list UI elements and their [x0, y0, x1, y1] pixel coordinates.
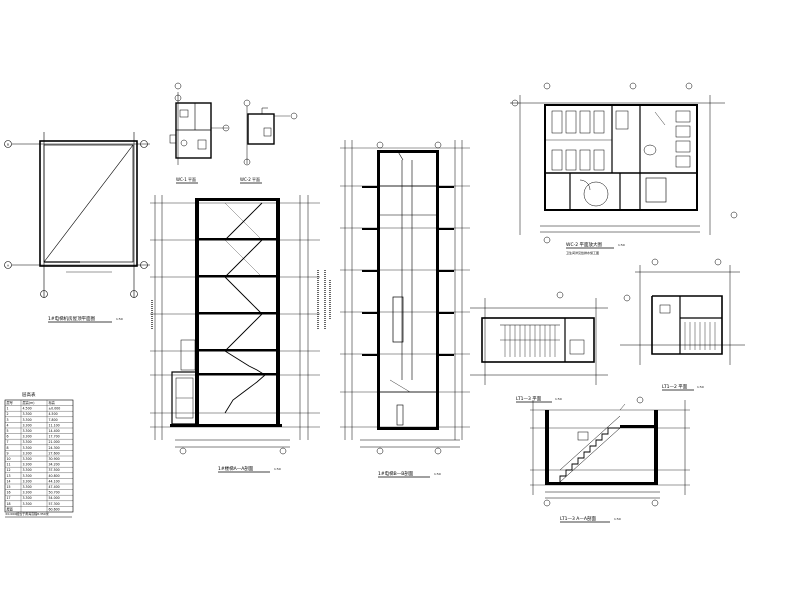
- table-cell: 21.000: [49, 440, 60, 444]
- table-cell: 3.300: [23, 474, 32, 478]
- table-cell: 3.300: [23, 451, 32, 455]
- scale-label: 1:50: [555, 397, 562, 401]
- table-cell: 50.700: [49, 491, 60, 495]
- table-cell: 30.900: [49, 457, 60, 461]
- scale-label: 1:50: [434, 472, 441, 476]
- wc-enlarged-plan: WC-2 平面放大图 1:50 卫生间详见给排水施工图: [510, 82, 738, 255]
- table-cell: 3.300: [23, 485, 32, 489]
- title-section-bb: 1#电梯B—B剖面: [378, 470, 414, 477]
- table-cell: 17.700: [49, 435, 60, 439]
- table-cell: 27.600: [49, 451, 60, 455]
- elevator-roof-plan: B A 1#电梯机房屋顶平面图 1:50: [4, 132, 150, 323]
- table-cell: 3.300: [23, 423, 32, 427]
- table-cell: 3.300: [23, 429, 32, 433]
- table-cell: 3: [7, 418, 9, 422]
- lt12-treads: [684, 322, 716, 350]
- wc-note: 卫生间详见给排水施工图: [566, 250, 599, 255]
- lt13-plan: LT1—3 平面 1:50: [470, 291, 608, 403]
- table-cell: 4: [7, 423, 9, 427]
- lt12-plan: LT1—2 平面 1:50: [620, 258, 745, 391]
- table-cell: 7: [7, 440, 9, 444]
- title-wc2: WC-2 平面: [240, 177, 260, 182]
- table-cell: 40.800: [49, 474, 60, 478]
- table-cell: 3.300: [23, 502, 32, 506]
- table-header-cell: 层号: [7, 400, 13, 405]
- table-cell: 44.100: [49, 479, 60, 483]
- table-cell: 7.800: [49, 418, 58, 422]
- scale-label: 1:50: [618, 243, 625, 247]
- table-cell: 3.300: [23, 479, 32, 483]
- table-cell: 12: [7, 468, 11, 472]
- stair-flights: [224, 202, 266, 414]
- table-cell: 14: [7, 479, 11, 483]
- stair-section-aa: 1#楼梯A—A剖面 1:50: [150, 195, 331, 473]
- table-cell: ±0.000: [49, 407, 61, 411]
- scale-label: 1:50: [697, 385, 704, 389]
- table-cell: 37.500: [49, 468, 60, 472]
- table-cell: 15: [7, 485, 11, 489]
- table-cell: 屋面: [7, 506, 13, 511]
- table-cell: 3.300: [23, 496, 32, 500]
- table-cell: 11: [7, 463, 11, 467]
- scale-label: 1:50: [116, 317, 123, 321]
- title-lt3: LT1—3 平面: [516, 396, 542, 402]
- table-cell: 60.600: [49, 507, 60, 511]
- axis-label: B: [7, 143, 9, 147]
- title-lt2: LT1—2 平面: [662, 384, 688, 390]
- table-cell: 3.300: [23, 440, 32, 444]
- table-cell: 16: [7, 491, 11, 495]
- table-cell: 18: [7, 502, 11, 506]
- axis-label: A: [7, 264, 10, 268]
- scale-label: 1:50: [614, 517, 621, 521]
- table-cell: 3.300: [23, 412, 32, 416]
- table-header-cell: 层高(m): [23, 400, 35, 405]
- table-cell: 3.300: [23, 418, 32, 422]
- table-cell: 2: [7, 412, 9, 416]
- table-cell: 11.100: [49, 423, 60, 427]
- table-title: 层高表: [22, 391, 36, 398]
- table-cell: 6: [7, 435, 9, 439]
- table-cell: 3.300: [23, 457, 32, 461]
- table-cell: 47.400: [49, 485, 60, 489]
- elevator-section-bb: 1#电梯B—B剖面 1:50: [340, 140, 470, 478]
- title-elevator-roof-plan: 1#电梯机房屋顶平面图: [48, 315, 96, 322]
- table-cell: 17: [7, 496, 11, 500]
- table-cell: 5: [7, 429, 9, 433]
- table-cell: 57.300: [49, 502, 60, 506]
- table-cell: 14.400: [49, 429, 60, 433]
- table-cell: 3.300: [23, 435, 32, 439]
- stair-levels: [150, 202, 320, 428]
- table-caption: ±0.000相当于黄海高程8.350米: [5, 511, 49, 516]
- table-cell: 9: [7, 451, 9, 455]
- lt13-section: LT1—3 A—A剖面 1:50: [530, 396, 690, 523]
- table-cell: 3.300: [23, 463, 32, 467]
- stair-annotations: [151, 270, 331, 330]
- table-cell: 10: [7, 457, 11, 461]
- title-wc1: WC-1 平面: [176, 177, 196, 182]
- wc1-plan: WC-1 平面: [169, 82, 230, 184]
- table-cell: 3.300: [23, 468, 32, 472]
- table-cell: 24.300: [49, 446, 60, 450]
- table-cell: 13: [7, 474, 11, 478]
- table-cell: 34.200: [49, 463, 60, 467]
- elevator-levels: [340, 147, 470, 428]
- table-cell: 4.500: [49, 412, 58, 416]
- table-cell: 3.300: [23, 491, 32, 495]
- table-cell: 3.300: [23, 446, 32, 450]
- title-section-aa: 1#楼梯A—A剖面: [218, 465, 254, 472]
- lt13-treads: [500, 325, 560, 357]
- table-header-cell: 标高: [49, 400, 55, 405]
- table-cell: 54.000: [49, 496, 60, 500]
- wc-stalls: [545, 110, 691, 207]
- table-cell: 1: [7, 407, 9, 411]
- wc2-plan: WC-2 平面: [240, 99, 298, 184]
- table-cell: 4.500: [23, 407, 32, 411]
- title-wc-plan: WC-2 平面放大图: [566, 241, 603, 248]
- scale-label: 1:50: [274, 467, 281, 471]
- table-cell: 8: [7, 446, 9, 450]
- title-lt3-section: LT1—3 A—A剖面: [560, 515, 596, 522]
